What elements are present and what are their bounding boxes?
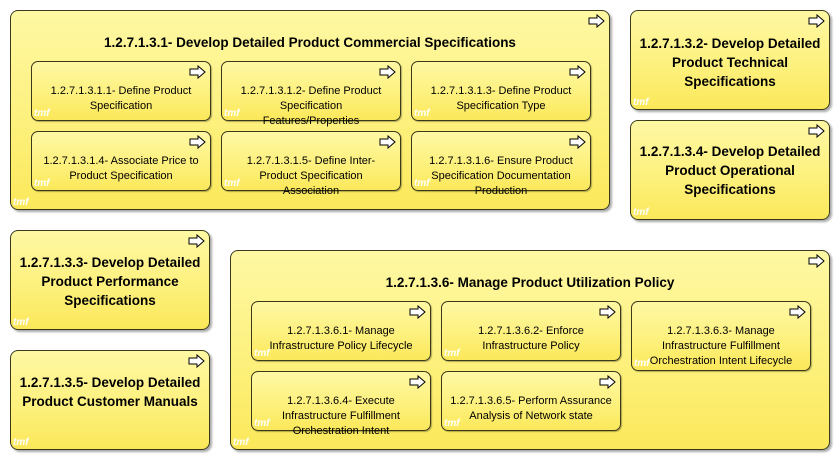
process-box-1-2-7-1-3-1-5[interactable]: 1.2.7.1.3.1.5- Define Inter- Product Spe…: [221, 131, 401, 197]
box-label-line-2: Infrastructure Fulfillment: [662, 340, 780, 352]
process-arrow-icon: [188, 234, 205, 248]
process-box-1-2-7-1-3-6-4[interactable]: 1.2.7.1.3.6.4- Execute Infrastructure Fu…: [251, 371, 431, 437]
box-title-line-1: 1.2.7.1.3.3- Develop Detailed: [19, 255, 201, 270]
process-box-1-2-7-1-3-1-1[interactable]: 1.2.7.1.3.1.1- Define Product Specificat…: [31, 61, 211, 121]
box-label-line-3: Features/Properties: [262, 115, 360, 127]
box-label-line-2: Infrastructure Fulfillment: [282, 410, 400, 422]
process-box-1-2-7-1-3-2[interactable]: 1.2.7.1.3.2- Develop Detailed Product Te…: [630, 10, 830, 110]
tmf-logo: tmf: [223, 176, 240, 191]
box-label-line-2: Specification Documentation: [431, 170, 571, 182]
process-arrow-icon: [789, 305, 806, 319]
process-arrow-icon: [569, 135, 586, 149]
box-label-line-2: Product Specification: [259, 170, 363, 182]
process-arrow-icon: [808, 124, 825, 138]
tmf-logo: tmf: [443, 346, 460, 361]
process-box-1-2-7-1-3-6-1[interactable]: 1.2.7.1.3.6.1- Manage Infrastructure Pol…: [251, 301, 431, 361]
box-title-line-2: Product Operational: [665, 163, 795, 178]
process-arrow-icon: [409, 305, 426, 319]
box-title-line-1: 1.2.7.1.3.4- Develop Detailed: [639, 144, 821, 159]
tmf-logo: tmf: [223, 106, 240, 121]
box-title-line-3: Specifications: [684, 74, 776, 89]
tmf-logo: tmf: [253, 346, 270, 361]
box-title: 1.2.7.1.3.1- Develop Detailed Product Co…: [104, 35, 516, 50]
box-title: 1.2.7.1.3.6- Manage Product Utilization …: [385, 275, 675, 290]
process-arrow-icon: [188, 354, 205, 368]
tmf-logo: tmf: [413, 176, 430, 191]
box-label-line-1: 1.2.7.1.3.1.5- Define Inter-: [246, 155, 376, 167]
tmf-logo: tmf: [632, 205, 649, 220]
box-label-line-1: 1.2.7.1.3.1.2- Define Product: [240, 85, 382, 97]
box-label-line-2: Specification Type: [456, 100, 546, 112]
process-arrow-icon: [189, 135, 206, 149]
box-label-line-1: 1.2.7.1.3.1.6- Ensure Product: [429, 155, 573, 167]
box-label-line-2: Specification: [279, 100, 343, 112]
process-box-1-2-7-1-3-1-4[interactable]: 1.2.7.1.3.1.4- Associate Price to Produc…: [31, 131, 211, 191]
tmf-logo: tmf: [33, 176, 50, 191]
tmf-logo: tmf: [443, 416, 460, 431]
process-box-1-2-7-1-3-6-5[interactable]: 1.2.7.1.3.6.5- Perform Assurance Analysi…: [441, 371, 621, 431]
process-arrow-icon: [409, 375, 426, 389]
box-title-line-2: Product Performance: [41, 274, 179, 289]
box-label-line-2: Specification: [89, 100, 153, 112]
box-label-line-3: Production: [474, 185, 528, 197]
tmf-logo: tmf: [12, 315, 29, 330]
process-box-1-2-7-1-3-1-6[interactable]: 1.2.7.1.3.1.6- Ensure Product Specificat…: [411, 131, 591, 197]
tmf-logo: tmf: [33, 106, 50, 121]
process-box-1-2-7-1-3-1-3[interactable]: 1.2.7.1.3.1.3- Define Product Specificat…: [411, 61, 591, 121]
process-box-1-2-7-1-3-6-2[interactable]: 1.2.7.1.3.6.2- Enforce Infrastructure Po…: [441, 301, 621, 361]
box-label-line-1: 1.2.7.1.3.6.1- Manage: [287, 325, 395, 337]
process-arrow-icon: [599, 305, 616, 319]
box-label-line-2: Infrastructure Policy: [482, 340, 580, 352]
process-arrow-icon: [808, 254, 825, 268]
process-box-1-2-7-1-3-6[interactable]: 1.2.7.1.3.6- Manage Product Utilization …: [230, 250, 830, 450]
box-label-line-1: 1.2.7.1.3.1.4- Associate Price to: [43, 155, 199, 167]
process-arrow-icon: [189, 65, 206, 79]
box-label-line-2: Infrastructure Policy Lifecycle: [269, 340, 413, 352]
process-box-1-2-7-1-3-6-3[interactable]: 1.2.7.1.3.6.3- Manage Infrastructure Ful…: [631, 301, 811, 371]
process-box-1-2-7-1-3-1-2[interactable]: 1.2.7.1.3.1.2- Define Product Specificat…: [221, 61, 401, 127]
tmf-logo: tmf: [413, 106, 430, 121]
tmf-logo: tmf: [632, 95, 649, 110]
process-arrow-icon: [379, 135, 396, 149]
tmf-logo: tmf: [12, 195, 29, 210]
process-arrow-icon: [588, 14, 605, 28]
process-box-1-2-7-1-3-1[interactable]: 1.2.7.1.3.1- Develop Detailed Product Co…: [10, 10, 610, 210]
box-label-line-1: 1.2.7.1.3.6.2- Enforce: [478, 325, 584, 337]
box-label-line-2: Analysis of Network state: [469, 410, 593, 422]
tmf-logo: tmf: [232, 435, 249, 450]
process-box-1-2-7-1-3-4[interactable]: 1.2.7.1.3.4- Develop Detailed Product Op…: [630, 120, 830, 220]
box-label-line-2: Product Specification: [69, 170, 173, 182]
box-label-line-1: 1.2.7.1.3.6.3- Manage: [667, 325, 775, 337]
process-arrow-icon: [569, 65, 586, 79]
box-label-line-1: 1.2.7.1.3.6.4- Execute: [287, 395, 395, 407]
process-box-1-2-7-1-3-3[interactable]: 1.2.7.1.3.3- Develop Detailed Product Pe…: [10, 230, 210, 330]
box-label-line-1: 1.2.7.1.3.1.3- Define Product: [430, 85, 572, 97]
box-title-line-2: Product Technical: [671, 55, 789, 70]
box-title-line-3: Specifications: [64, 293, 156, 308]
process-box-1-2-7-1-3-5[interactable]: 1.2.7.1.3.5- Develop Detailed Product Cu…: [10, 350, 210, 450]
box-title-line-3: Specifications: [684, 182, 776, 197]
box-label-line-3: Association: [282, 185, 340, 197]
tmf-logo: tmf: [253, 416, 270, 431]
process-arrow-icon: [808, 14, 825, 28]
box-label-line-1: 1.2.7.1.3.1.1- Define Product: [50, 85, 192, 97]
box-label-line-3: Orchestration Intent: [292, 425, 390, 437]
process-arrow-icon: [599, 375, 616, 389]
tmf-logo: tmf: [12, 435, 29, 450]
box-title-line-2: Product Customer Manuals: [22, 394, 198, 409]
box-title-line-1: 1.2.7.1.3.2- Develop Detailed: [639, 36, 821, 51]
box-label-line-3: Orchestration Intent Lifecycle: [649, 355, 793, 367]
box-label-line-1: 1.2.7.1.3.6.5- Perform Assurance: [450, 395, 612, 407]
tmf-logo: tmf: [633, 356, 650, 371]
box-title-line-1: 1.2.7.1.3.5- Develop Detailed: [19, 375, 201, 390]
process-arrow-icon: [379, 65, 396, 79]
